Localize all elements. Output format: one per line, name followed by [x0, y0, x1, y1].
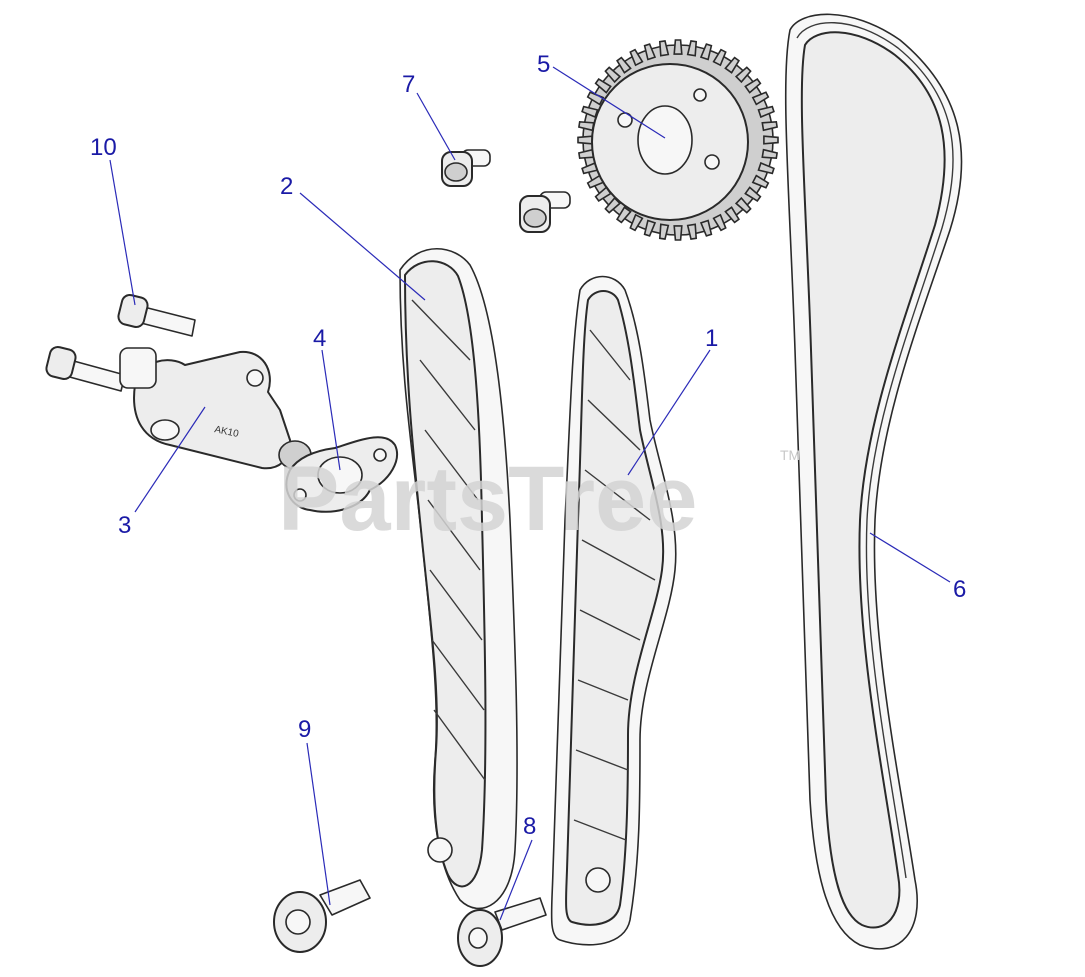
sprocket-tooth	[699, 43, 713, 61]
watermark-text: PartsTree	[278, 448, 697, 550]
callout-4[interactable]: 4	[313, 325, 326, 352]
tensioner-marking: AK10	[213, 424, 240, 440]
sprocket-tooth	[699, 219, 713, 237]
fixed-guide-part-1[interactable]	[550, 275, 677, 946]
sprocket-tooth	[629, 48, 644, 67]
sprocket-teeth	[577, 39, 779, 241]
leader-3	[134, 406, 206, 513]
callout-5[interactable]: 5	[537, 51, 550, 78]
chain-tensioner-part-3[interactable]: AK10	[119, 347, 312, 470]
sprocket-tooth	[577, 135, 593, 145]
watermark-trademark: TM	[780, 447, 800, 463]
leader-lines	[109, 66, 951, 921]
sprocket-tooth	[658, 39, 670, 57]
leader-6	[869, 532, 951, 583]
leader-2	[299, 192, 426, 301]
sprocket-tooth	[577, 148, 595, 160]
callout-numbers: 1 2 3 4 5 6 7 8 9 10	[90, 51, 966, 840]
sprocket-tooth	[751, 91, 770, 106]
leader-1	[627, 349, 711, 476]
sprocket-tooth	[616, 56, 632, 74]
sprocket-tooth	[757, 105, 775, 119]
sprocket-tooth	[724, 56, 740, 74]
tensioner-gasket-part-4[interactable]	[285, 436, 398, 513]
sprocket-tooth	[643, 43, 657, 61]
callout-9[interactable]: 9	[298, 716, 311, 743]
leader-8	[499, 839, 533, 921]
guide-pivot-bolt-part-9[interactable]	[273, 879, 371, 953]
sprocket-tooth	[734, 66, 752, 84]
sprocket-tooth	[686, 223, 698, 241]
callout-8[interactable]: 8	[523, 813, 536, 840]
sprocket-tooth	[616, 206, 632, 224]
callout-7[interactable]: 7	[402, 71, 415, 98]
leader-9	[306, 742, 331, 906]
leader-4	[321, 349, 341, 471]
callout-6[interactable]: 6	[953, 576, 966, 603]
sprocket-tooth	[577, 120, 595, 132]
callout-3[interactable]: 3	[118, 512, 131, 539]
sprocket-tooth	[744, 186, 762, 202]
callout-10[interactable]: 10	[90, 134, 117, 161]
partstree-watermark: PartsTree TM	[278, 447, 800, 550]
sprocket-tooth	[604, 66, 622, 84]
leader-10	[109, 159, 136, 306]
sprocket-tooth	[581, 105, 599, 119]
sprocket-tooth	[712, 48, 727, 67]
tensioner-guide-part-2[interactable]	[399, 247, 518, 910]
sprocket-tooth	[751, 174, 770, 189]
timing-chain-part-6[interactable]	[784, 13, 963, 950]
sprocket-tooth	[761, 148, 779, 160]
sprocket-tooth	[761, 120, 779, 132]
cam-sprocket-part-5[interactable]	[577, 39, 779, 241]
sprocket-tooth	[686, 39, 698, 57]
sprocket-tooth	[658, 223, 670, 241]
leader-5	[552, 66, 666, 139]
sprocket-tooth	[594, 78, 612, 94]
sprocket-tooth	[673, 225, 683, 241]
sprocket-tooth	[712, 213, 727, 232]
sprocket-tooth	[586, 91, 605, 106]
sprocket-tooth	[673, 39, 683, 55]
sprocket-tooth	[757, 161, 775, 175]
sprocket-tooth	[643, 219, 657, 237]
sprocket-tooth	[629, 213, 644, 232]
sprocket-tooth	[744, 78, 762, 94]
leader-7	[416, 92, 456, 161]
callout-1[interactable]: 1	[705, 325, 718, 352]
guide-bolt-part-8[interactable]	[457, 897, 547, 967]
flange-bolt-part-7[interactable]	[441, 149, 571, 233]
sprocket-tooth	[763, 135, 779, 145]
tensioner-bolt-part-10[interactable]	[45, 293, 196, 392]
sprocket-tooth	[734, 196, 752, 214]
callout-2[interactable]: 2	[280, 173, 293, 200]
sprocket-tooth	[724, 206, 740, 224]
